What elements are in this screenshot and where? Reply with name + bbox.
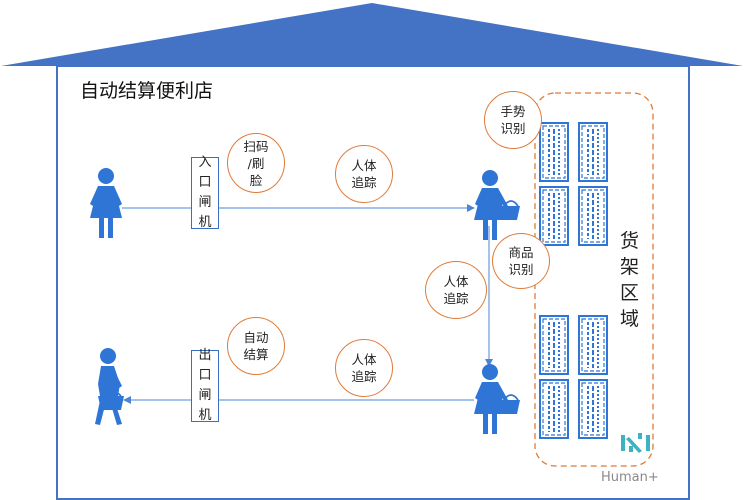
shelf-icon: [578, 122, 608, 182]
bubble-line: 脸: [249, 172, 263, 188]
exit-gate-char: 闸: [198, 388, 212, 403]
entry-gate-char: 入: [198, 155, 212, 170]
shelf-icon: [539, 315, 569, 375]
bubble-line: 人体: [351, 352, 377, 367]
gesture-recognition-bubble: 手势 识别: [484, 91, 542, 149]
bubble-line: 人体: [351, 158, 377, 173]
shopper-top-icon: [473, 169, 521, 241]
entry-gate-char: 口: [198, 175, 212, 190]
exit-gate-char: 口: [198, 368, 212, 383]
brand-watermark: Human+: [601, 470, 659, 485]
shelf-zone-char: 货: [620, 230, 640, 252]
auto-checkout-bubble: 自动 结算: [227, 317, 285, 375]
bubble-line: 人体: [443, 274, 469, 289]
bubble-line: 结算: [243, 347, 269, 362]
shelf-icon: [539, 379, 569, 439]
human-plus-logo-icon: [621, 433, 650, 453]
bubble-line: 追踪: [351, 369, 377, 384]
shopper-bottom-icon: [473, 363, 521, 435]
customer-leaving-icon: [95, 348, 124, 425]
exit-gate-char: 机: [198, 408, 212, 423]
store-wall: [56, 65, 690, 500]
shelf-group-top: [539, 122, 608, 246]
shelf-zone-outline: [534, 92, 654, 467]
shelf-zone-char: 区: [620, 282, 640, 304]
shelf-group-bottom: [539, 315, 608, 439]
tracking-top-bubble: 人体 追踪: [335, 145, 393, 203]
shelf-zone-char: 域: [620, 308, 640, 330]
bubble-line: /刷: [247, 155, 265, 171]
shelf-icon: [578, 379, 608, 439]
shelf-icon: [539, 122, 569, 182]
roof: [1, 3, 743, 66]
entry-gate-char: 机: [198, 215, 212, 230]
bubble-line: 自动: [243, 330, 269, 345]
shelf-icon: [578, 315, 608, 375]
bubble-line: 追踪: [351, 175, 377, 190]
bubble-line: 扫码: [243, 138, 269, 154]
shelf-zone-char: 架: [620, 256, 640, 278]
bubble-line: 手势: [500, 104, 526, 119]
entry-gate-char: 闸: [198, 195, 212, 210]
shelf-icon: [578, 186, 608, 246]
bubble-line: 商品: [508, 245, 534, 260]
tracking-mid-bubble: 人体 追踪: [425, 261, 487, 319]
shelf-icon: [539, 186, 569, 246]
exit-gate: 出 口 闸 机: [191, 348, 219, 423]
bubble-line: 识别: [508, 262, 534, 277]
customer-entering-icon: [90, 168, 122, 238]
store-title: 自动结算便利店: [80, 80, 214, 102]
bubble-line: 识别: [500, 121, 526, 136]
shelf-zone-label: 货 架 区 域: [620, 228, 639, 332]
bubble-line: 追踪: [443, 291, 469, 306]
tracking-bottom-bubble: 人体 追踪: [335, 339, 393, 397]
entry-gate: 入 口 闸 机: [191, 155, 219, 230]
product-recognition-bubble: 商品 识别: [492, 233, 550, 289]
scan-face-bubble: 扫码 /刷 脸: [227, 133, 285, 193]
exit-gate-char: 出: [198, 348, 212, 363]
